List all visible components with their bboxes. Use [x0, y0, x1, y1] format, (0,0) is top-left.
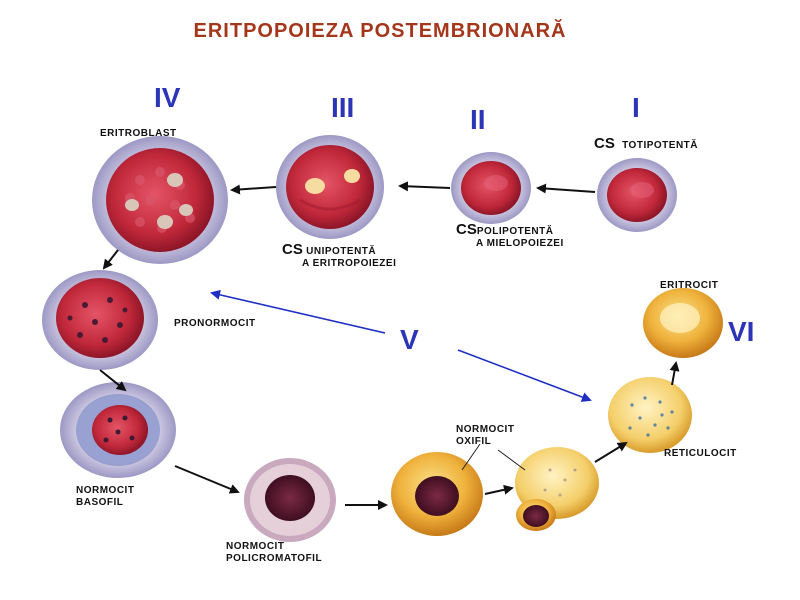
progression-arrows — [99, 181, 680, 510]
label-normocit-basofil-line1: NORMOCIT — [76, 485, 135, 496]
arrow-reticulocit-to-eritrocit — [669, 361, 680, 386]
cell-eritrocit — [643, 288, 723, 358]
cell-normocit-oxifil — [391, 452, 483, 536]
stage-label-ii: II — [470, 104, 486, 135]
cell-cs-unipotenta — [276, 135, 384, 239]
label-cs-totipotenta: CS TOTIPOTENTĂ — [594, 135, 698, 152]
arrow-expulsion-to-reticulocit — [594, 441, 628, 463]
label-cs-prefix: CS — [282, 241, 303, 258]
label-unipotenta-line1: UNIPOTENTĂ — [306, 246, 377, 257]
label-normocit-basofil: NORMOCIT BASOFIL — [76, 485, 134, 509]
cell-pronormocit — [42, 270, 158, 370]
stage-label-i: I — [632, 92, 640, 123]
oxifil-pointer-lines — [461, 443, 526, 471]
page-title: ERITPOPOIEZA POSTEMBRIONARĂ — [193, 20, 567, 42]
arrow-i-to-ii — [536, 183, 596, 194]
label-eritroblast: ERITROBLAST — [100, 128, 177, 139]
cell-reticulocit — [608, 377, 692, 453]
label-normocit-oxifil-line2: OXIFIL — [456, 436, 492, 447]
arrow-ii-to-iii — [398, 181, 451, 192]
label-eritrocit: ERITROCIT — [660, 280, 719, 291]
stage-v-arrow-left — [210, 289, 386, 334]
cell-eritroblast — [92, 136, 228, 264]
label-cs-prefix: CS — [456, 221, 477, 238]
arrow-oxifil-to-expulsion — [484, 484, 514, 495]
cell-cs-polipotenta — [451, 152, 531, 224]
label-normocit-oxifil: NORMOCIT OXIFIL — [456, 424, 514, 448]
cell-normocit-policromatofil — [244, 458, 336, 542]
label-normocit-oxifil-line1: NORMOCIT — [456, 424, 515, 435]
cell-normocit-oxifil-expulsion — [515, 447, 599, 531]
cell-normocit-basofil — [60, 382, 176, 478]
arrow-iv-to-pronormocit — [102, 249, 119, 270]
label-normocit-basofil-line2: BASOFIL — [76, 497, 124, 508]
stage-label-vi: VI — [728, 316, 755, 347]
arrow-iii-to-iv — [230, 184, 277, 195]
stage-label-iv: IV — [154, 82, 181, 113]
stage-label-iii: III — [331, 92, 355, 123]
label-unipotenta-line2: A ERITROPOIEZEI — [302, 258, 397, 269]
label-polipotenta-line2: A MIELOPOIEZEI — [476, 238, 564, 249]
label-cs-polipotenta: CSPOLIPOTENTĂ A MIELOPOIEZEI — [456, 221, 564, 250]
label-pronormocit: PRONORMOCIT — [174, 318, 256, 329]
label-cs-unipotenta: CS UNIPOTENTĂ A ERITROPOIEZEI — [282, 241, 397, 270]
stage-v-arrows — [210, 289, 592, 402]
label-normocit-policromatofil-line1: NORMOCIT — [226, 541, 285, 552]
cell-cs-totipotenta — [597, 158, 677, 232]
stage-label-v: V — [400, 324, 419, 355]
arrow-pronormocit-to-basofil — [99, 369, 127, 392]
label-cs-prefix: CS — [594, 135, 615, 152]
stage-v-arrow-right — [457, 349, 592, 402]
label-totipotenta: TOTIPOTENTĂ — [622, 140, 698, 151]
label-reticulocit: RETICULOCIT — [664, 448, 737, 459]
arrow-basofil-to-policromatofil — [174, 465, 240, 494]
label-normocit-policromatofil-line2: POLICROMATOFIL — [226, 553, 323, 564]
label-normocit-policromatofil: NORMOCIT POLICROMATOFIL — [226, 541, 322, 565]
label-polipotenta-line1: POLIPOTENTĂ — [476, 226, 554, 237]
